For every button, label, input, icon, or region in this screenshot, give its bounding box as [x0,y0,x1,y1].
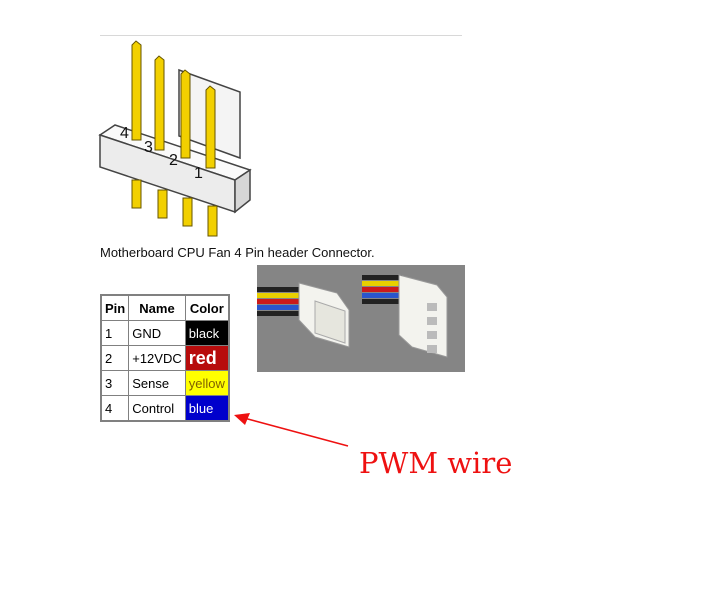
pin-stub-4 [131,179,142,209]
column-header-color: Color [184,294,230,321]
right-plug-housing [398,274,448,358]
fan-plug-photo [257,265,465,372]
pin-number-label: 3 [144,139,153,156]
pinout-table: Pin Name Color 1 GND black 2 +12VDC red … [100,294,230,422]
right-plug-wires [362,275,402,304]
column-header-pin: Pin [100,294,130,321]
top-divider [100,35,462,36]
name-cell: Sense [128,370,186,396]
pin-cell: 3 [100,370,130,396]
pin-number-label: 2 [169,152,178,169]
pin-cell: 2 [100,345,130,371]
color-cell: yellow [184,370,230,396]
pin-1 [205,85,216,169]
pwm-arrow [234,413,349,447]
pin-number-label: 1 [194,165,203,182]
column-header-name: Name [128,294,186,321]
connector-caption: Motherboard CPU Fan 4 Pin header Connect… [100,245,375,260]
pin-number-label: 4 [120,125,129,142]
pin-3 [154,55,165,151]
name-cell: GND [128,320,186,346]
pin-cell: 1 [100,320,130,346]
pin-stub-2 [182,197,193,227]
table-row: 4 Control blue [100,395,230,422]
table-header-row: Pin Name Color [100,294,230,321]
pwm-wire-label: PWM wire [359,446,513,480]
name-cell: +12VDC [128,345,186,371]
color-cell: black [184,320,230,346]
table-row: 1 GND black [100,320,230,346]
name-cell: Control [128,395,186,422]
pin-2 [180,69,191,159]
left-plug-housing [298,282,350,348]
table-row: 2 +12VDC red [100,345,230,371]
pin-cell: 4 [100,395,130,422]
fan-header-illustration: 4 3 2 1 [98,40,252,237]
connector-base-side [234,168,251,214]
table-row: 3 Sense yellow [100,370,230,396]
left-plug-wires [257,287,301,316]
color-cell: blue [184,395,230,422]
pin-stub-1 [207,205,218,237]
color-cell: red [184,345,230,371]
pin-4 [131,40,142,141]
pin-stub-3 [157,189,168,219]
